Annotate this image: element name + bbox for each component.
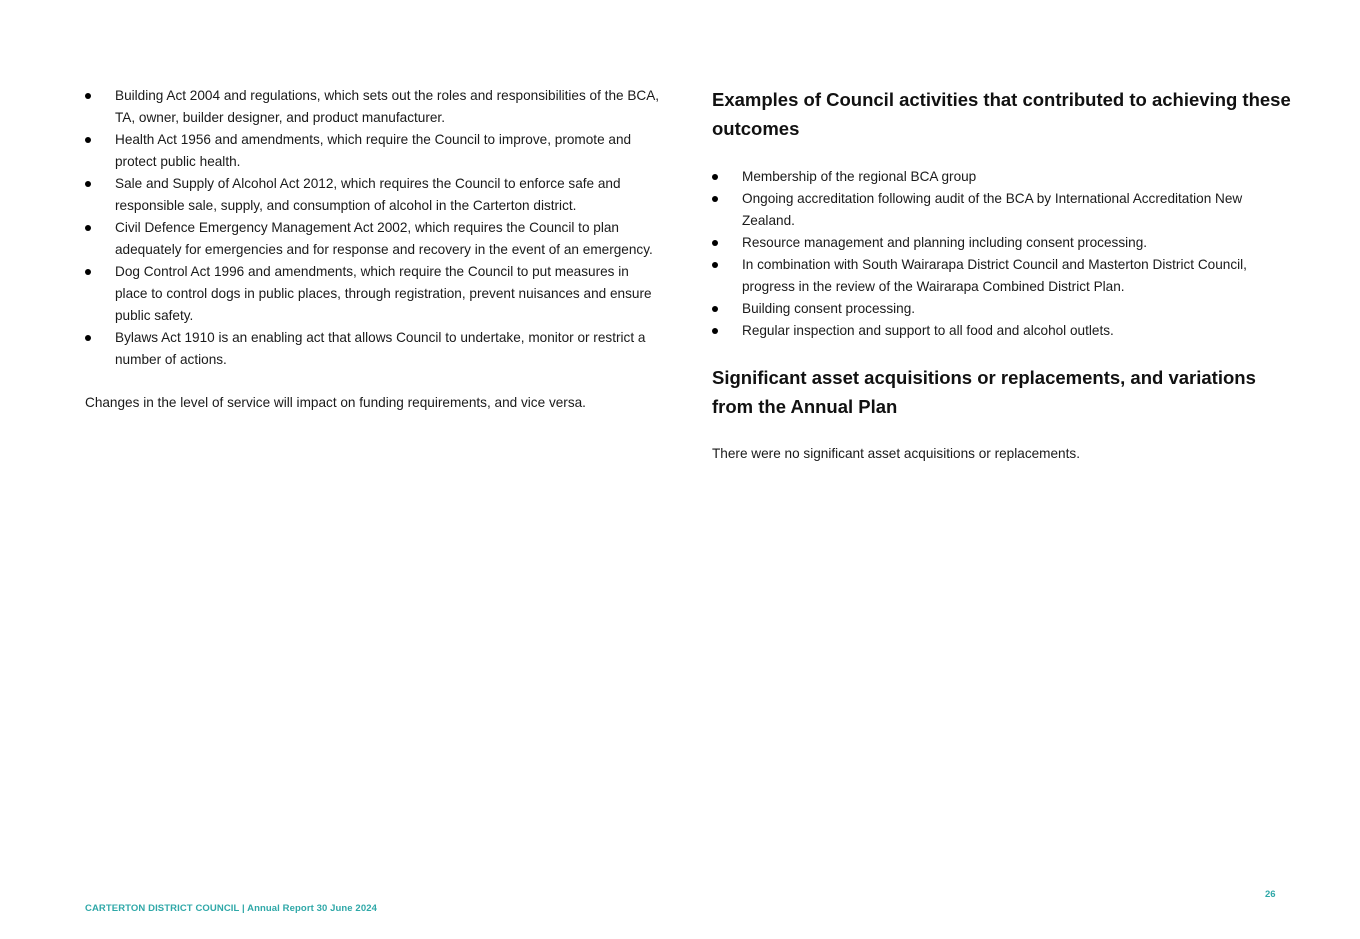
bullet-icon bbox=[712, 174, 718, 180]
activities-heading: Examples of Council activities that cont… bbox=[712, 89, 1291, 139]
bullet-icon bbox=[712, 196, 718, 202]
bullet-icon bbox=[85, 93, 91, 99]
assets-heading: Significant asset acquisitions or replac… bbox=[712, 367, 1256, 417]
right-column: Examples of Council activities that cont… bbox=[712, 85, 1292, 465]
list-item: Resource management and planning includi… bbox=[712, 232, 1292, 254]
legislation-list: Building Act 2004 and regulations, which… bbox=[85, 85, 660, 371]
list-item: Building Act 2004 and regulations, which… bbox=[85, 85, 660, 129]
funding-note-paragraph: Changes in the level of service will imp… bbox=[85, 395, 586, 410]
activities-list: Membership of the regional BCA group Ong… bbox=[712, 166, 1292, 342]
bullet-icon bbox=[712, 328, 718, 334]
bullet-icon bbox=[85, 269, 91, 275]
bullet-icon bbox=[85, 137, 91, 143]
page-number: 26 bbox=[1265, 889, 1276, 900]
list-item: Bylaws Act 1910 is an enabling act that … bbox=[85, 327, 660, 371]
bullet-icon bbox=[85, 181, 91, 187]
bullet-icon bbox=[85, 225, 91, 231]
list-item: In combination with South Wairarapa Dist… bbox=[712, 254, 1292, 298]
assets-paragraph: There were no significant asset acquisit… bbox=[712, 446, 1080, 461]
left-column: Building Act 2004 and regulations, which… bbox=[85, 85, 660, 414]
list-item: Regular inspection and support to all fo… bbox=[712, 320, 1292, 342]
list-item: Dog Control Act 1996 and amendments, whi… bbox=[85, 261, 660, 327]
bullet-icon bbox=[712, 240, 718, 246]
footer-text: CARTERTON DISTRICT COUNCIL | Annual Repo… bbox=[85, 903, 377, 914]
list-item: Sale and Supply of Alcohol Act 2012, whi… bbox=[85, 173, 660, 217]
list-item: Membership of the regional BCA group bbox=[712, 166, 1292, 188]
bullet-icon bbox=[712, 306, 718, 312]
list-item: Building consent processing. bbox=[712, 298, 1292, 320]
list-item: Ongoing accreditation following audit of… bbox=[712, 188, 1292, 232]
bullet-icon bbox=[712, 262, 718, 268]
bullet-icon bbox=[85, 335, 91, 341]
list-item: Health Act 1956 and amendments, which re… bbox=[85, 129, 660, 173]
list-item: Civil Defence Emergency Management Act 2… bbox=[85, 217, 660, 261]
